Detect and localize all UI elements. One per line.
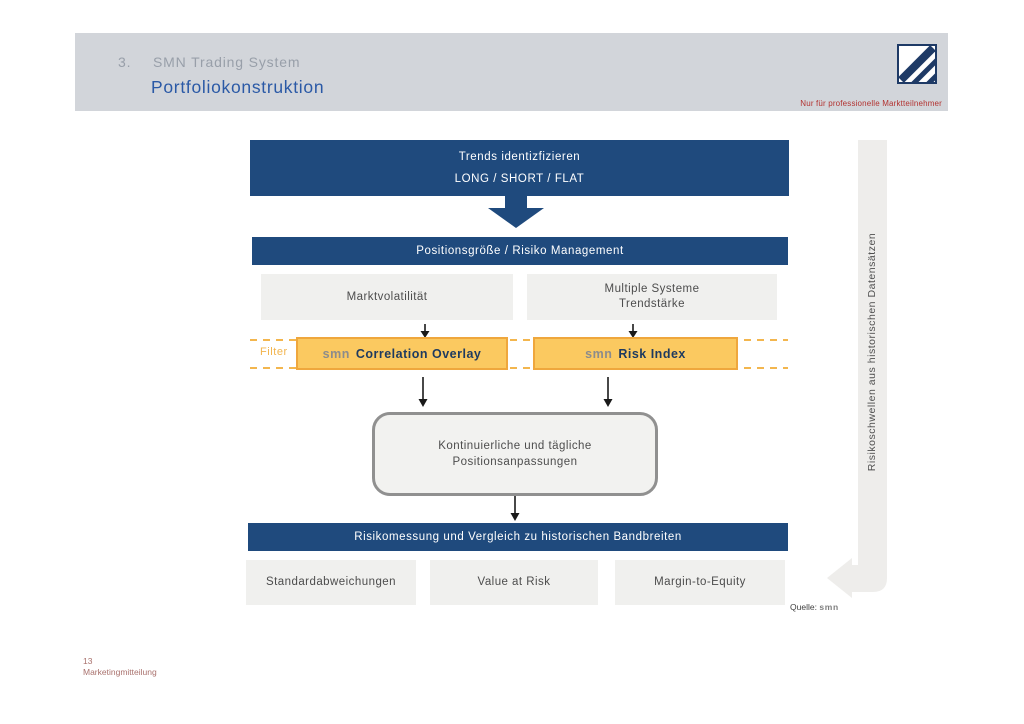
- side-note-vertical-text: Risikoschwellen aus historischen Datensä…: [866, 232, 878, 472]
- filter-box-risk-index: smn Risk Index: [533, 337, 738, 370]
- adjustment-box-line2: Positionsanpassungen: [452, 456, 578, 468]
- disclaimer-text: Nur für professionelle Marktteilnehmer: [800, 99, 942, 108]
- page-title: Portfoliokonstruktion: [151, 77, 325, 97]
- filter-box-correlation-overlay: smn Correlation Overlay: [296, 337, 508, 370]
- footer-label: Marketingmitteilung: [83, 667, 157, 677]
- input-box-multiple-systeme: Multiple Systeme Trendstärke: [527, 274, 777, 320]
- filter-box-label: Correlation Overlay: [355, 346, 482, 361]
- down-arrow-icon: [627, 324, 639, 343]
- input-box-label: Marktvolatilität: [346, 290, 428, 303]
- adjustment-box: Kontinuierliche und tägliche Positionsan…: [372, 412, 658, 496]
- section-title: SMN Trading System: [153, 54, 301, 70]
- smn-prefix: smn: [585, 346, 613, 361]
- side-strip-arrow-icon: [795, 130, 895, 615]
- position-risk-bar: Positionsgröße / Risiko Management: [252, 237, 788, 265]
- page-number: 13: [83, 656, 93, 666]
- section-number: 3.: [118, 54, 132, 70]
- risk-measurement-bar: Risikomessung und Vergleich zu historisc…: [248, 523, 788, 551]
- slide-footer: 13 Marketingmitteilung: [83, 656, 157, 678]
- smn-prefix: smn: [322, 346, 350, 361]
- output-box-label: Standardabweichungen: [265, 576, 397, 588]
- output-box-value-at-risk: Value at Risk: [430, 560, 598, 605]
- big-down-arrow-icon: [488, 196, 544, 233]
- down-arrow-icon: [602, 377, 614, 412]
- filter-dashed-line-bottom: [250, 367, 788, 369]
- output-box-label: Value at Risk: [477, 576, 551, 588]
- down-arrow-icon: [419, 324, 431, 343]
- filter-dashed-line-top: [250, 339, 788, 341]
- trends-box: Trends identizfizieren LONG / SHORT / FL…: [250, 140, 789, 196]
- trends-box-line2: LONG / SHORT / FLAT: [454, 173, 585, 185]
- output-box-standardabweichungen: Standardabweichungen: [246, 560, 416, 605]
- input-box-line1: Multiple Systeme: [604, 283, 700, 295]
- trends-box-line1: Trends identizfizieren: [458, 151, 581, 163]
- source-value: smn: [819, 602, 839, 612]
- output-box-label: Margin-to-Equity: [654, 576, 746, 588]
- output-box-margin-to-equity: Margin-to-Equity: [615, 560, 785, 605]
- down-arrow-icon: [509, 496, 521, 526]
- input-box-line2: Trendstärke: [619, 298, 685, 310]
- source-label: Quelle:: [790, 602, 817, 612]
- input-box-marktvolatilitaet: Marktvolatilität: [261, 274, 513, 320]
- source-note: Quelle: smn: [790, 602, 839, 612]
- filter-label: Filter: [260, 346, 288, 358]
- slide-header: 3. SMN Trading System Portfoliokonstrukt…: [75, 33, 948, 111]
- adjustment-box-line1: Kontinuierliche und tägliche: [438, 440, 592, 452]
- smn-logo-icon: [897, 44, 937, 84]
- filter-box-label: Risk Index: [618, 346, 686, 361]
- down-arrow-icon: [417, 377, 429, 412]
